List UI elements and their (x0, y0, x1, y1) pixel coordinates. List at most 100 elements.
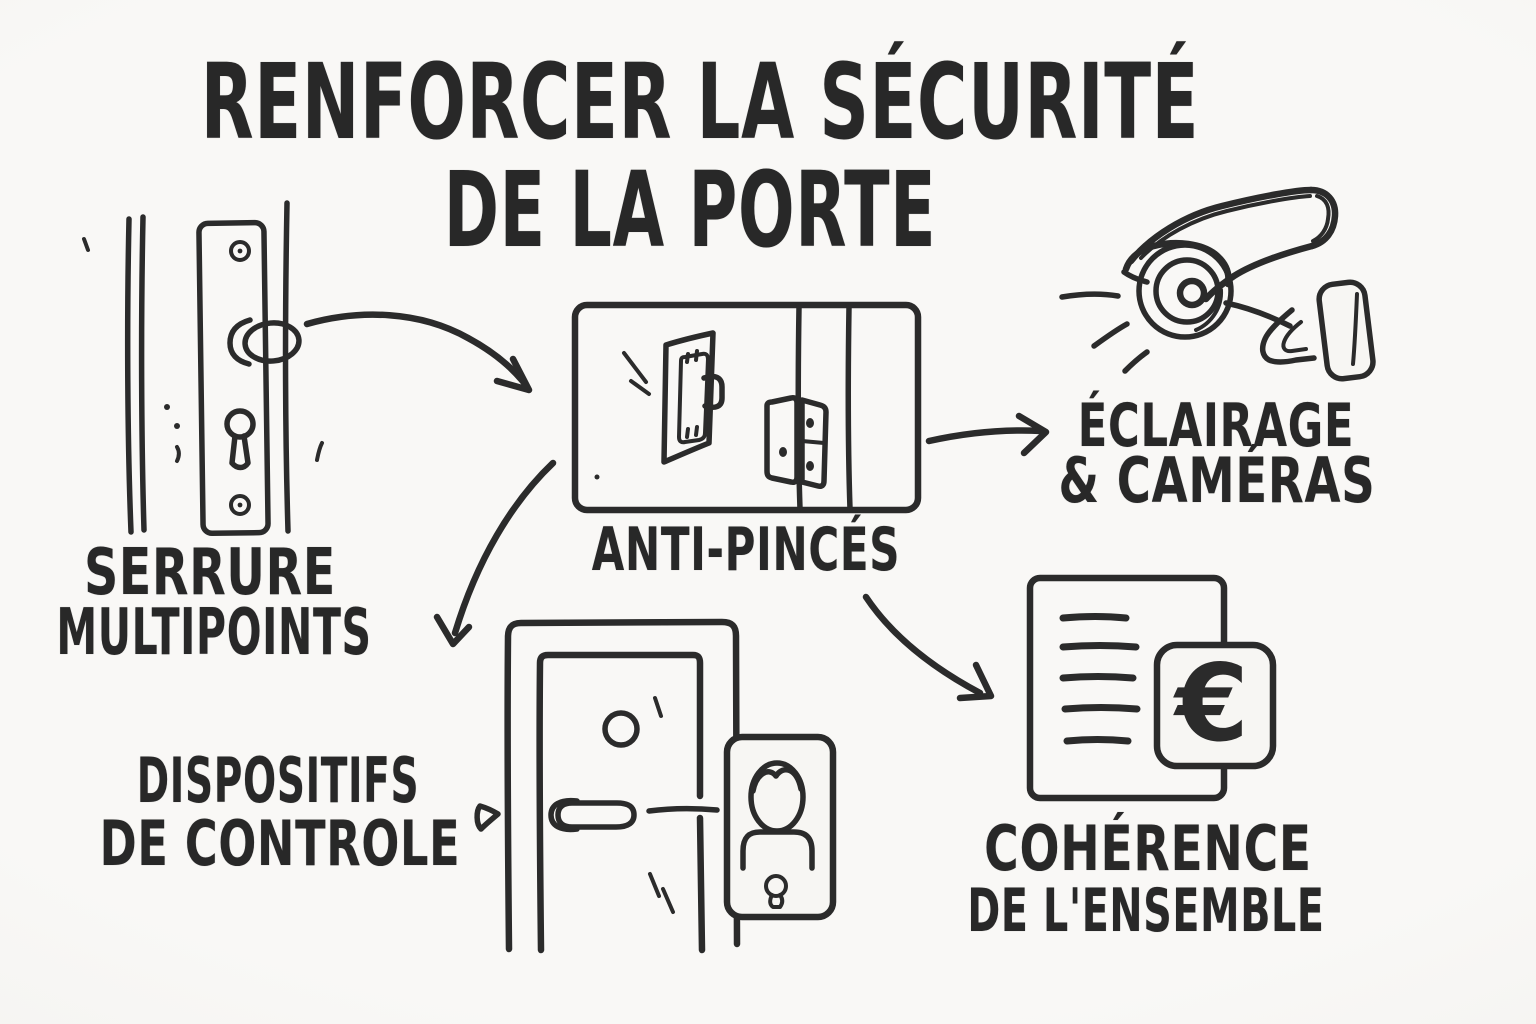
arrow-head (493, 355, 533, 394)
page-title-line1: RENFORCER LA SÉCURITÉ (0, 50, 1456, 154)
text-line (1063, 736, 1132, 745)
lock-plate (196, 219, 271, 537)
control-label-line1-text: DISPOSITIFS (136, 744, 420, 817)
multipoint-lock-sketch (82, 200, 324, 537)
arrow-shaft (925, 427, 1046, 445)
arrow-shaft (451, 459, 557, 637)
document-euro-sketch: € (1026, 574, 1277, 802)
euro-badge (1153, 641, 1277, 770)
hinges-label-text: ANTI-PINCÉS (591, 515, 901, 585)
visitor-hair (750, 767, 804, 794)
camera-body-top (1127, 186, 1315, 265)
sketch-tick (694, 425, 699, 437)
arrow-shaft (862, 593, 984, 697)
coherence-label-line1: COHÉRENCE (932, 818, 1363, 880)
lighting-label-line1-text: ÉCLAIRAGE (1077, 391, 1355, 461)
shine-mark (661, 887, 675, 914)
sketch-tick (694, 349, 699, 362)
hinge-hole (779, 447, 787, 457)
lighting-label-line2-text: & CAMÉRAS (1058, 444, 1376, 517)
pointer-triangle (474, 803, 501, 832)
lighting-label-line1: ÉCLAIRAGE (1024, 396, 1408, 456)
sketch-tick (653, 696, 663, 718)
text-line (1061, 704, 1141, 713)
door-edge-line (124, 216, 134, 535)
sketch-dot (594, 474, 600, 480)
light-ray (1059, 291, 1121, 300)
hinge-hole (806, 461, 814, 471)
lens-pupil (1176, 277, 1208, 309)
hinge-divider (800, 439, 826, 445)
coherence-label-line2-text: DE L'ENSEMBLE (967, 876, 1325, 946)
screw-dot (237, 502, 243, 508)
door-knob (242, 320, 302, 364)
frame-box (571, 301, 922, 514)
arrow-hinges-to-coherence (862, 593, 995, 702)
control-label-line2: DE CONTROLE (29, 813, 530, 875)
text-line (1059, 613, 1130, 622)
mount-arm (1259, 307, 1317, 365)
page-title-line2-text: DE LA PORTE (443, 149, 937, 271)
sketch-tick (685, 427, 690, 439)
hinge-hole (806, 418, 814, 428)
wall-plate (1316, 279, 1376, 382)
screw (229, 240, 251, 262)
light-ray (1122, 349, 1150, 374)
screw (229, 494, 251, 516)
euro-symbol-icon: € (1172, 642, 1249, 765)
intercom-keyhole-stem (768, 893, 785, 909)
strike-plate-outer (661, 330, 716, 465)
lens-outer-ring (1136, 242, 1234, 340)
camera-hood-lip (1121, 269, 1150, 285)
anti-pinch-hinge-sketch (571, 301, 922, 514)
door-edge-line (138, 214, 147, 533)
visitor-shoulders (740, 829, 815, 871)
door-intercom-sketch (474, 618, 837, 954)
arrow-head (1015, 412, 1050, 457)
sketch-tick (685, 352, 690, 364)
mount-arm-inner (1281, 320, 1308, 354)
peephole (602, 710, 640, 748)
sketch-dot (164, 404, 170, 410)
shine-mark (629, 379, 651, 396)
security-camera-sketch (1059, 186, 1376, 382)
door-gap-line (845, 304, 853, 512)
hinge-right-wing (799, 397, 829, 489)
coherence-label-line2: DE L'ENSEMBLE (875, 881, 1416, 941)
shine-mark (622, 351, 648, 384)
lens-highlight (1194, 288, 1224, 332)
screw-dot (237, 248, 243, 254)
arrow-head (956, 661, 995, 702)
sketch-tick (175, 445, 181, 463)
door-handle-lever (555, 800, 637, 830)
camera-body-end (1307, 186, 1339, 250)
door-edge-line (282, 200, 291, 534)
arrow-head (433, 613, 473, 648)
camera-body-inner (1139, 194, 1312, 260)
camera-body-inner (1311, 194, 1331, 243)
lock-label-line1: SERRURE (40, 541, 380, 605)
control-label-line1: DISPOSITIFS (54, 750, 502, 812)
lock-label-line2: MULTIPOINTS (0, 601, 460, 665)
lighting-label-line2: & CAMÉRAS (1006, 450, 1429, 512)
light-ray (1091, 321, 1130, 349)
door-handle-collar (548, 797, 580, 833)
arrow-shaft (303, 311, 529, 388)
intercom-keyhole (764, 874, 788, 898)
sight-line (646, 805, 720, 814)
text-line (1059, 673, 1137, 682)
arrow-hinges-to-control (433, 459, 557, 648)
text-line (1059, 642, 1140, 651)
coherence-label-line1-text: COHÉRENCE (984, 812, 1312, 885)
wall-plate-inner (1351, 292, 1359, 366)
lock-label-line2-text: MULTIPOINTS (56, 596, 372, 670)
arrow-hinges-to-lighting (925, 412, 1050, 457)
sketch-tick (315, 441, 324, 462)
lock-label-line1-text: SERRURE (84, 536, 336, 610)
door-leaf (536, 651, 706, 954)
knob-collar (227, 317, 253, 367)
strike-plate-inner (677, 351, 710, 445)
shine-mark (648, 872, 661, 898)
